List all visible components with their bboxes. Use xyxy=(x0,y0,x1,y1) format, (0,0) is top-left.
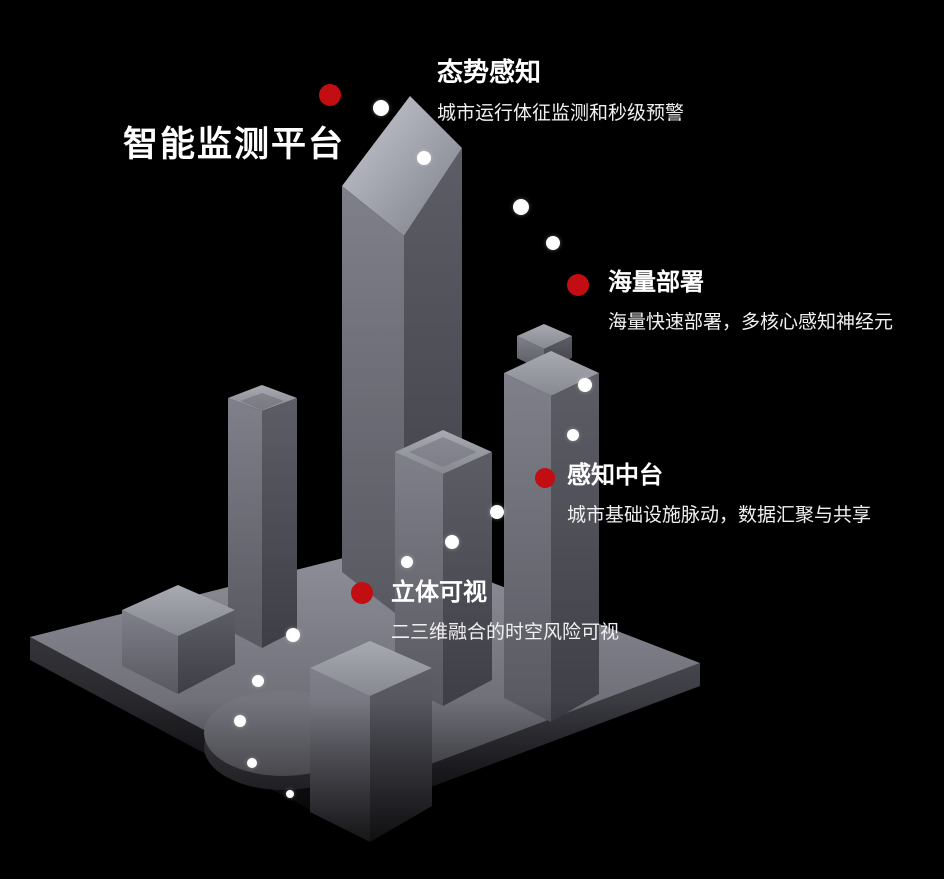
callout-title: 感知中台 xyxy=(567,462,663,489)
callout-mass-deployment: 海量部署 海量快速部署，多核心感知神经元 xyxy=(608,269,894,334)
callout-title: 海量部署 xyxy=(608,269,704,296)
callout-perception-hub: 感知中台 城市基础设施脉动，数据汇聚与共享 xyxy=(567,462,872,527)
block-left xyxy=(122,585,235,694)
callout-subtitle: 城市运行体征监测和秒级预警 xyxy=(437,102,685,124)
callout-title: 立体可视 xyxy=(391,579,487,606)
bottom-fade xyxy=(0,700,944,879)
tower-back-left xyxy=(228,385,297,648)
platform-title: 智能监测平台 xyxy=(123,125,346,164)
callout-3d-visualization: 立体可视 二三维融合的时空风险可视 xyxy=(391,579,620,644)
callout-subtitle: 海量快速部署，多核心感知神经元 xyxy=(608,312,894,334)
building-mid xyxy=(395,430,492,706)
callout-title: 态势感知 xyxy=(437,57,542,87)
callout-subtitle: 二三维融合的时空风险可视 xyxy=(391,622,620,644)
callout-situational-awareness: 态势感知 城市运行体征监测和秒级预警 xyxy=(437,58,684,124)
tower-right xyxy=(504,324,599,722)
callout-subtitle: 城市基础设施脉动，数据汇聚与共享 xyxy=(567,505,872,527)
